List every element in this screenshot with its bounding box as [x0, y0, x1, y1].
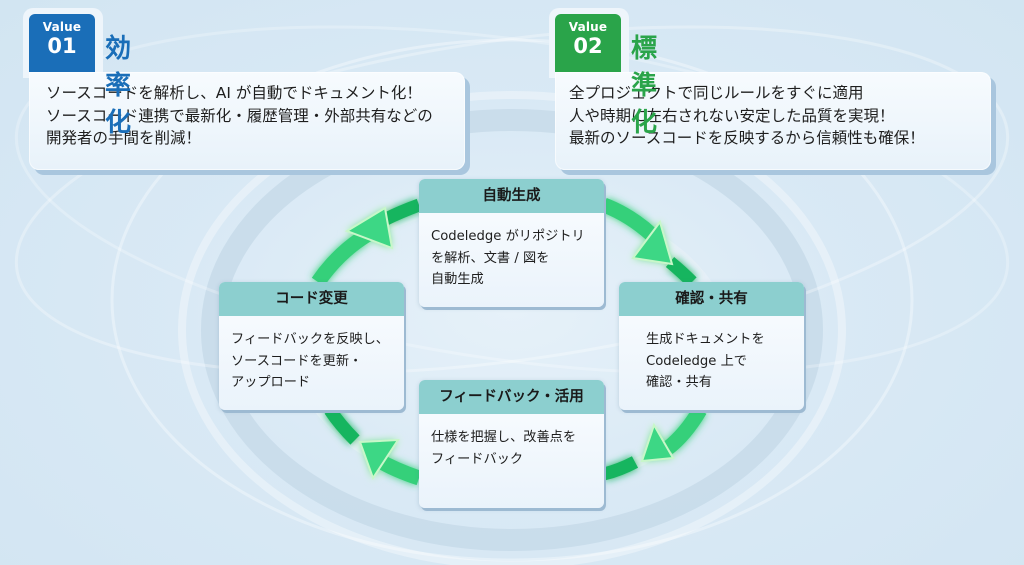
- value-title: 標準化: [631, 34, 659, 138]
- step-line: アップロード: [231, 375, 311, 390]
- badge-number: 02: [573, 34, 603, 58]
- step-card-auto-generate: 自動生成 Codeledge がリポジトリ を解析、文書 / 図を 自動生成: [419, 179, 604, 307]
- step-title: 確認・共有: [619, 282, 804, 316]
- description-line: ソースコードを解析し、AI が自動でドキュメント化！: [46, 84, 422, 102]
- step-line: を解析、文書 / 図を: [431, 250, 550, 266]
- description-line: 最新のソースコードを反映するから信頼性も確保！: [569, 129, 925, 147]
- step-title: 自動生成: [419, 179, 604, 213]
- orbit-ring-wide: [0, 0, 1024, 428]
- step-title: フィードバック・活用: [419, 380, 604, 414]
- step-line: フィードバックを反映し、: [231, 332, 389, 347]
- step-body: 仕様を把握し、改善点を フィードバック: [419, 414, 604, 470]
- badge-number: 01: [47, 34, 77, 58]
- value-description-panel: 全プロジェクトで同じルールをすぐに適用 人や時期に左右されない安定した品質を実現…: [555, 72, 991, 170]
- orbit-ring-tilted-b: [178, 91, 846, 565]
- arrow-up-left-icon: [324, 406, 422, 486]
- orbit-ring-tilted-a: [201, 109, 823, 551]
- step-line: Codeledge がリポジトリ: [431, 229, 585, 244]
- step-body: 生成ドキュメントを Codeledge 上で 確認・共有: [619, 316, 804, 394]
- orbit-ring-outer: [110, 38, 914, 562]
- arrow-up-right-icon: [311, 198, 422, 287]
- value-badge: Value 02: [555, 14, 621, 72]
- step-body: Codeledge がリポジトリ を解析、文書 / 図を 自動生成: [419, 213, 604, 291]
- step-card-confirm-share: 確認・共有 生成ドキュメントを Codeledge 上で 確認・共有: [619, 282, 804, 410]
- step-line: Codeledge 上で: [646, 353, 747, 369]
- arrow-down-right-icon: [601, 198, 697, 287]
- description-line: ソースコード連携で最新化・履歴管理・外部共有などの: [46, 106, 433, 125]
- badge-label: Value: [568, 20, 608, 34]
- step-line: フィードバック: [431, 451, 524, 467]
- step-card-feedback-use: フィードバック・活用 仕様を把握し、改善点を フィードバック: [419, 380, 604, 508]
- description-line: 人や時期に左右されない安定した品質を実現！: [569, 106, 895, 125]
- step-line: 生成ドキュメントを: [646, 332, 765, 347]
- value-badge: Value 01: [29, 14, 95, 72]
- orbit-ring-wide-2: [0, 0, 1024, 428]
- badge-label: Value: [42, 20, 82, 34]
- description-line: 全プロジェクトで同じルールをすぐに適用: [569, 84, 864, 102]
- step-body: フィードバックを反映し、 ソースコードを更新・ アップロード: [219, 316, 404, 394]
- value-description-panel: ソースコードを解析し、AI が自動でドキュメント化！ ソースコード連携で最新化・…: [29, 72, 465, 170]
- step-line: 自動生成: [431, 272, 484, 287]
- step-line: 確認・共有: [646, 375, 712, 390]
- step-line: ソースコードを更新・: [231, 353, 363, 369]
- value-title: 効率化: [105, 34, 133, 138]
- arrow-down-left-icon: [602, 406, 707, 481]
- step-card-code-change: コード変更 フィードバックを反映し、 ソースコードを更新・ アップロード: [219, 282, 404, 410]
- step-title: コード変更: [219, 282, 404, 316]
- description-line: 開発者の手間を削減！: [46, 129, 202, 147]
- step-line: 仕様を把握し、改善点を: [431, 430, 577, 445]
